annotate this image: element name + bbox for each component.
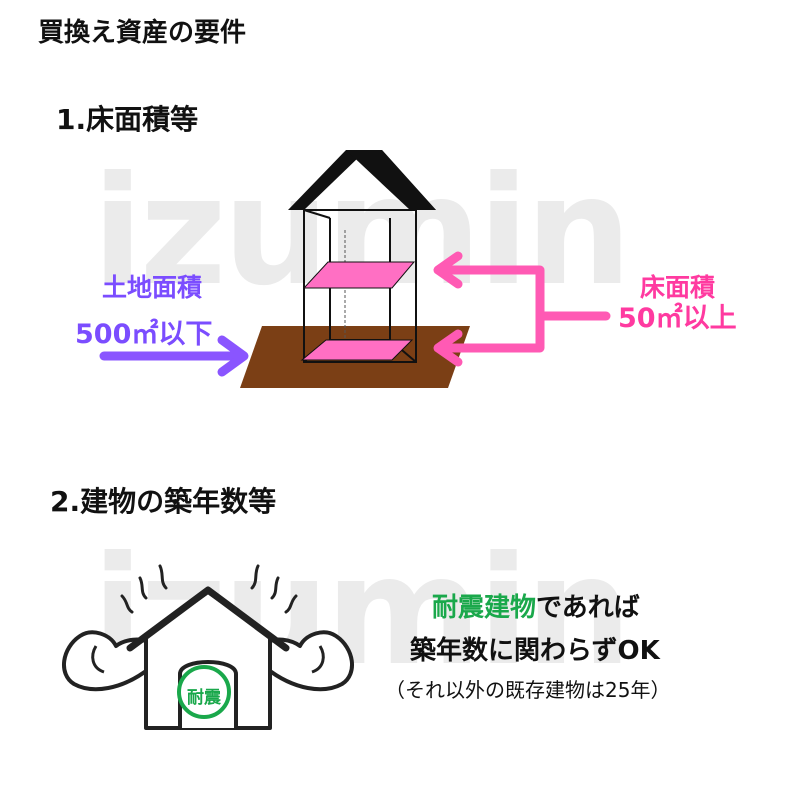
earthquake-line-3: （それ以外の既存建物は25年） [385,678,671,702]
upper-floor-plate [302,261,416,289]
effort-lines [120,564,298,614]
land-arrow [99,335,249,377]
earthquake-line-2: 築年数に関わらずOK [410,636,660,666]
earthquake-badge-label: 耐震 [187,688,221,708]
section-2-heading: 2.建物の築年数等 [50,485,277,518]
earthquake-highlight: 耐震建物 [432,593,537,623]
floor-area-label: 床面積 [640,273,716,302]
floor-area-limit: 50㎡以上 [618,303,737,334]
land-area-label: 土地面積 [102,273,203,302]
earthquake-line-1: 耐震建物であれば [432,587,640,624]
strong-house-icon [61,586,355,730]
page-title: 買換え資産の要件 [38,18,247,48]
floor-arrows [433,251,611,367]
earthquake-line-1-rest: であれば [536,593,640,623]
ground-floor-plate [300,339,414,361]
section-1-heading: 1.床面積等 [56,103,199,136]
land-area-limit: 500㎡以下 [75,319,213,350]
earthquake-badge-circle [177,665,231,719]
